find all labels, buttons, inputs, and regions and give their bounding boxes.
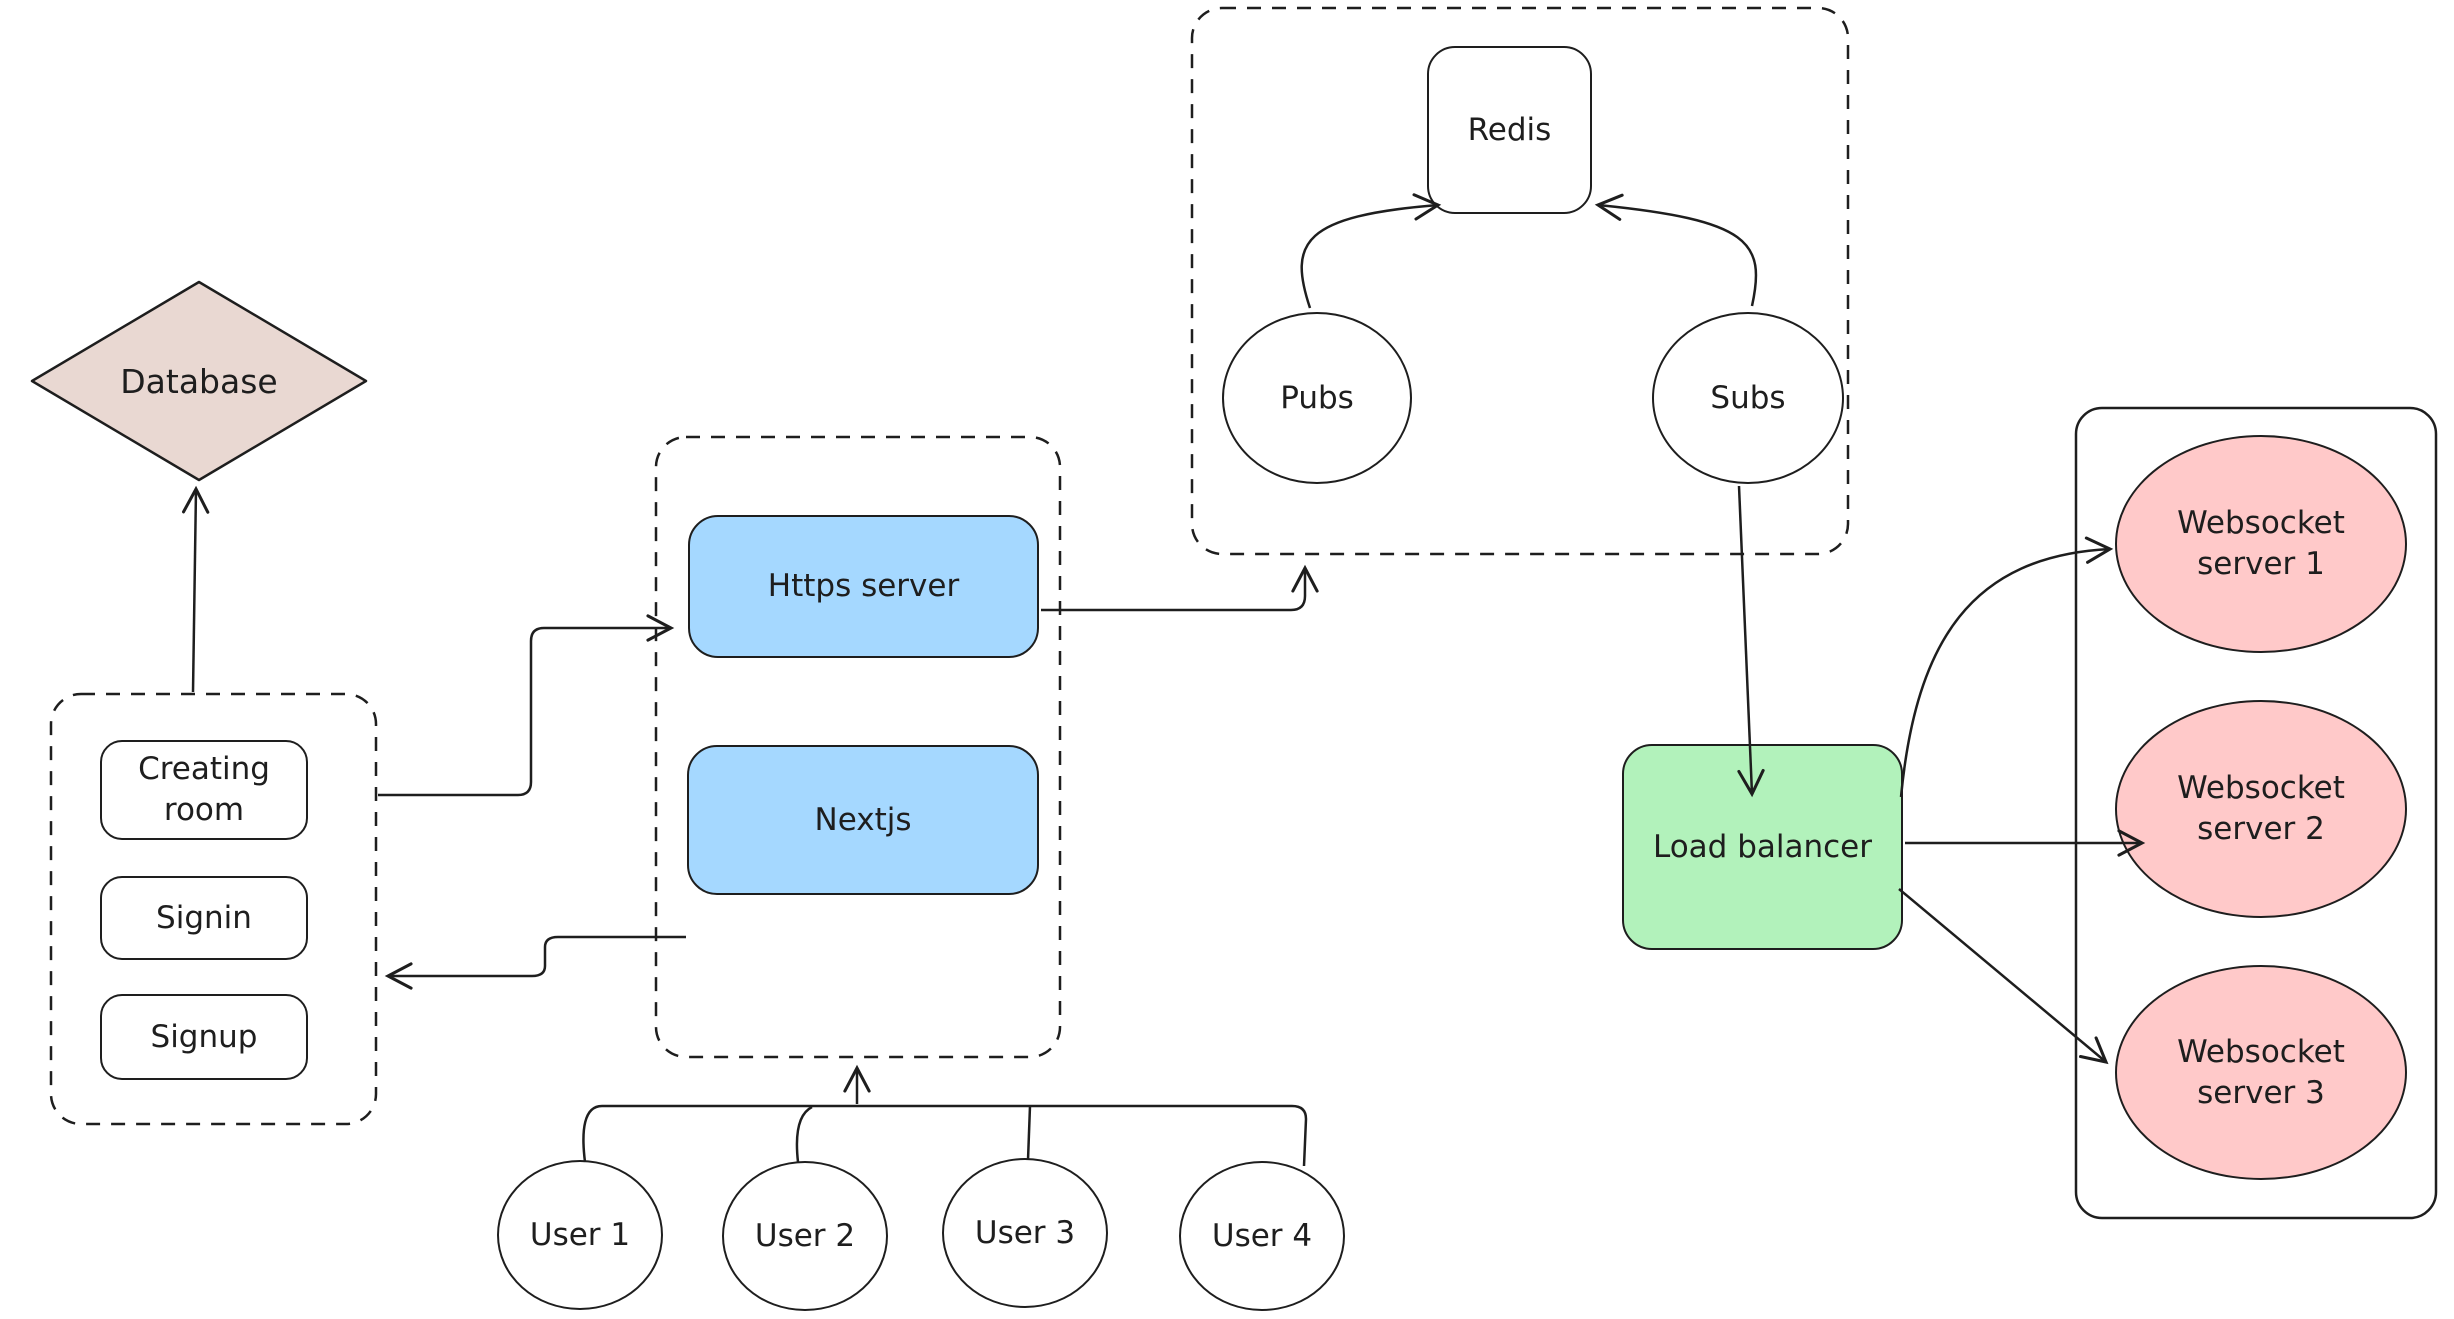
edge-loadbalancer-ws3[interactable] xyxy=(1898,888,2109,1065)
edge-loadbalancer-ws1[interactable] xyxy=(1899,536,2114,798)
edge-subs-redis[interactable] xyxy=(1594,193,1758,307)
websocket-server-3-node[interactable]: Websocket server 3 xyxy=(2115,965,2407,1180)
redis-node[interactable]: Redis xyxy=(1427,46,1592,214)
edge-httpsserver-redisgroup[interactable] xyxy=(1041,564,1319,612)
edge-pubs-redis[interactable] xyxy=(1300,193,1442,309)
load-balancer-node[interactable]: Load balancer xyxy=(1622,744,1903,950)
websocket-server-1-node[interactable]: Websocket server 1 xyxy=(2115,435,2407,653)
subs-node[interactable]: Subs xyxy=(1652,312,1844,484)
user-2-node[interactable]: User 2 xyxy=(722,1161,888,1311)
edge-authgroup-database[interactable] xyxy=(181,485,210,693)
https-server-label: Https server xyxy=(767,568,960,605)
pubs-label: Pubs xyxy=(1280,379,1354,416)
websocket-server-2-label: Websocket server 2 xyxy=(2177,770,2345,847)
diamond-shape xyxy=(30,280,368,482)
user-3-node[interactable]: User 3 xyxy=(942,1158,1108,1308)
websocket-server-1-label: Websocket server 1 xyxy=(2177,505,2345,582)
user-4-node[interactable]: User 4 xyxy=(1179,1161,1345,1311)
user-1-label: User 1 xyxy=(529,1216,631,1253)
edge-nextjs-authgroup[interactable] xyxy=(384,935,686,990)
signup-label: Signup xyxy=(150,1018,258,1055)
user-1-node[interactable]: User 1 xyxy=(497,1160,663,1310)
load-balancer-label: Load balancer xyxy=(1652,828,1872,865)
https-server-node[interactable]: Https server xyxy=(688,515,1039,658)
database-node[interactable]: Database xyxy=(22,278,376,484)
pubs-node[interactable]: Pubs xyxy=(1222,312,1412,484)
user-3-bus-drop[interactable] xyxy=(1026,1105,1032,1161)
nextjs-label: Nextjs xyxy=(814,801,912,838)
signup-node[interactable]: Signup xyxy=(100,994,308,1080)
user-4-label: User 4 xyxy=(1211,1217,1313,1254)
database-label: Database xyxy=(120,361,278,401)
creating-room-node[interactable]: Creating room xyxy=(100,740,308,840)
signin-label: Signin xyxy=(156,899,252,936)
subs-label: Subs xyxy=(1710,379,1786,416)
websocket-server-2-node[interactable]: Websocket server 2 xyxy=(2115,700,2407,918)
user-3-label: User 3 xyxy=(974,1214,1076,1251)
redis-label: Redis xyxy=(1467,111,1552,148)
edge-authgroup-httpsserver[interactable] xyxy=(378,614,675,797)
nextjs-node[interactable]: Nextjs xyxy=(687,745,1039,895)
user-2-bus-drop[interactable] xyxy=(795,1105,813,1163)
websocket-server-3-label: Websocket server 3 xyxy=(2177,1033,2345,1111)
signin-node[interactable]: Signin xyxy=(100,876,308,960)
creating-room-label: Creating room xyxy=(138,751,270,828)
users-bus-line[interactable] xyxy=(582,1104,1308,1167)
user-2-label: User 2 xyxy=(754,1217,856,1254)
